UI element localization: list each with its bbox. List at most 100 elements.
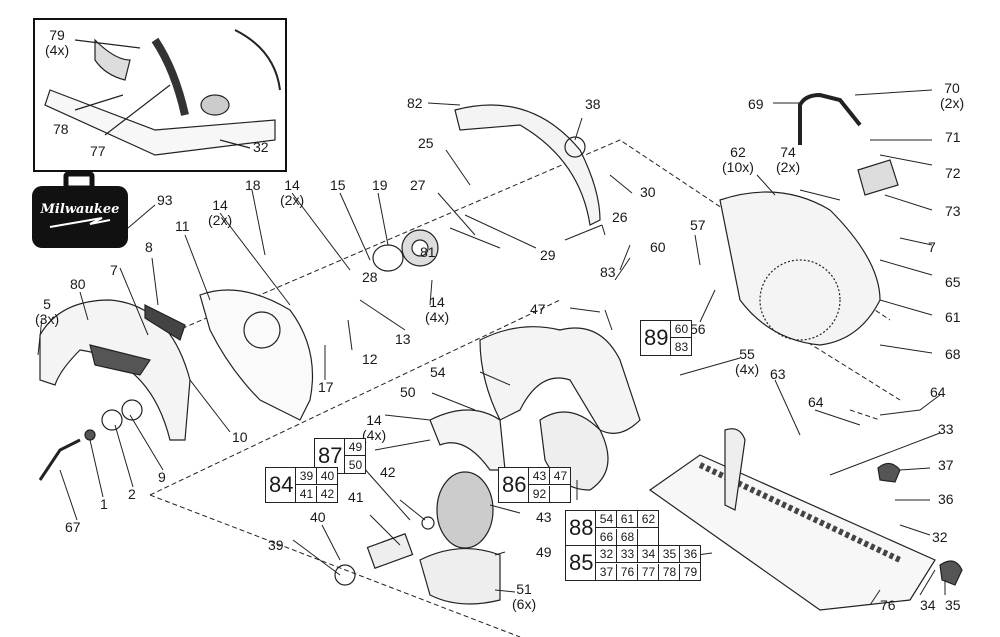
part-label-13: 13 [395, 332, 411, 347]
part-number: 62 [730, 144, 746, 160]
part-number: 71 [945, 129, 961, 145]
part-label-55: 55(4x) [735, 347, 759, 377]
part-label-7: 7 [110, 263, 118, 278]
part-number: 60 [650, 239, 666, 255]
part-quantity: (2x) [208, 212, 233, 228]
part-label-39: 39 [268, 538, 284, 553]
part-number: 70 [944, 80, 960, 96]
part-label-35: 35 [945, 598, 961, 613]
bearing-part-42 [421, 516, 435, 530]
part-number: 57 [690, 217, 706, 233]
kit-component-part: 77 [638, 563, 660, 580]
part-label-76: 76 [880, 598, 896, 613]
part-number: 29 [540, 247, 556, 263]
inset-artwork [44, 29, 281, 156]
part-label-49: 49 [536, 545, 552, 560]
inset-label-79: 79 (4x) [45, 27, 70, 58]
handle-bar-part-69 [798, 92, 862, 145]
assembly-dash-line-right [739, 299, 901, 421]
tool-case-icon [32, 171, 128, 248]
kit-component-part: 54 [596, 511, 618, 528]
part-label-14: 14(4x) [362, 413, 386, 443]
part-quantity: (2x) [940, 95, 965, 111]
part-number: 9 [158, 469, 166, 485]
part-number: 14 [429, 294, 445, 310]
leader-lines [37, 89, 946, 606]
handle-block-part-73 [857, 159, 899, 196]
part-label-74: 74(2x) [776, 145, 800, 175]
part-number: 30 [640, 184, 656, 200]
part-label-30: 30 [640, 185, 656, 200]
part-label-40: 40 [310, 510, 326, 525]
part-quantity: (10x) [722, 159, 754, 175]
part-label-11: 11 [175, 219, 190, 234]
part-label-54: 54 [430, 365, 446, 380]
brush-cover-part-50 [429, 409, 506, 471]
kit-number: 88 [569, 515, 594, 540]
housing-part-49 [419, 548, 501, 605]
flange-part-2 [101, 409, 123, 431]
part-label-47: 47 [530, 302, 546, 317]
part-label-10: 10 [232, 430, 248, 445]
part-label-64: 64 [930, 385, 946, 400]
part-label-14: 14(2x) [280, 178, 304, 208]
kit-component-part: 68 [617, 528, 639, 545]
part-number: 73 [945, 203, 961, 219]
brand-logo-text: Milwaukee [40, 202, 120, 217]
part-label-1: 1 [100, 497, 108, 512]
part-number: 8 [145, 239, 153, 255]
part-number: 34 [920, 597, 936, 613]
part-label-82: 82 [407, 96, 423, 111]
part-number: 64 [808, 394, 824, 410]
part-number: 28 [362, 269, 378, 285]
part-label-41: 41 [348, 490, 364, 505]
part-label-56: 56 [690, 322, 706, 337]
kit-component-part: 35 [659, 546, 681, 563]
part-number: 36 [938, 491, 954, 507]
part-number: 55 [739, 346, 755, 362]
part-number: 82 [407, 95, 423, 111]
guard-part-82 [454, 104, 601, 226]
part-label-72: 72 [945, 166, 961, 181]
part-number: 38 [585, 96, 601, 112]
part-label-14: 14(4x) [425, 295, 449, 325]
part-number: 17 [318, 379, 334, 395]
part-label-33: 33 [938, 422, 954, 437]
part-label-15: 15 [330, 178, 346, 193]
part-number: 10 [232, 429, 248, 445]
part-label-69: 69 [748, 97, 764, 112]
kit-component-part: 32 [596, 546, 618, 563]
part-number: 18 [245, 177, 261, 193]
kit-component-part [638, 529, 658, 545]
part-label-51: 51(6x) [512, 582, 536, 612]
lever-part-8 [144, 304, 186, 341]
part-number: 50 [400, 384, 416, 400]
kit-component-part: 61 [617, 511, 639, 528]
part-label-80: 80 [70, 277, 86, 292]
part-label-8: 8 [145, 240, 153, 255]
part-label-26: 26 [612, 210, 628, 225]
part-quantity: (4x) [362, 427, 387, 443]
kit-number: 89 [644, 325, 669, 350]
part-number: 14 [366, 412, 382, 428]
stator-part-43 [436, 471, 494, 549]
kit-number: 86 [502, 472, 527, 497]
part-number: 2 [128, 486, 136, 502]
part-label-27: 27 [410, 178, 426, 193]
part-label-57: 57 [690, 218, 706, 233]
part-number: 72 [945, 165, 961, 181]
part-quantity: (4x) [425, 309, 450, 325]
part-label-50: 50 [400, 385, 416, 400]
kit-number: 85 [569, 550, 594, 575]
tool-case-part-93: Milwaukee [30, 171, 130, 257]
kit-component-part: 39 [296, 468, 318, 485]
part-label-32: 32 [932, 530, 948, 545]
part-label-2: 2 [128, 487, 136, 502]
kit-component-part: 37 [596, 563, 618, 580]
kit-component-part: 60 [671, 321, 692, 338]
part-label-17: 17 [318, 380, 334, 395]
kit-component-part: 43 [529, 468, 551, 485]
